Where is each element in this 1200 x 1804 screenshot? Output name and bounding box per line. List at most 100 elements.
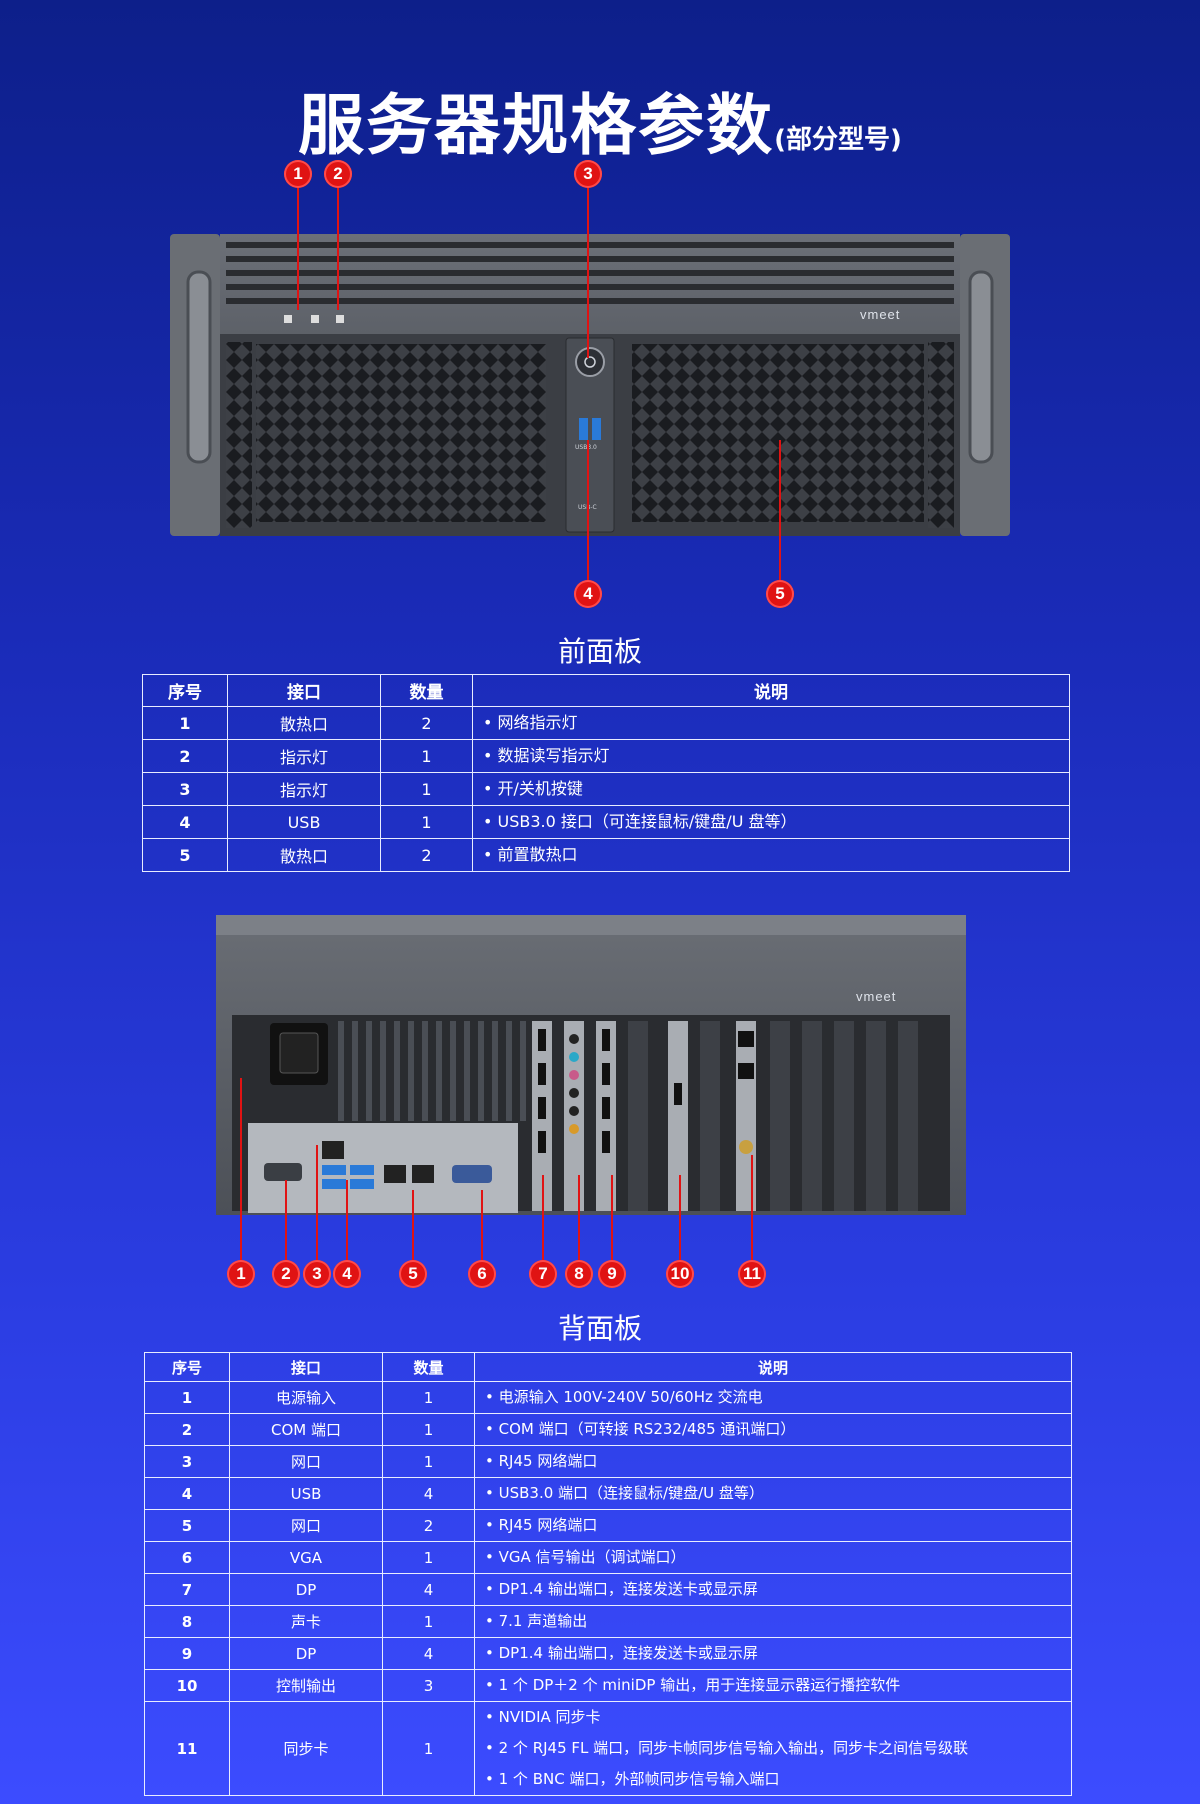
row-port: USB	[229, 1477, 383, 1510]
description-line: USB3.0 接口（可连接鼠标/键盘/U 盘等）	[483, 806, 1069, 838]
rear-panel-image: vmeet	[216, 913, 966, 1221]
front-chassis-drawing	[170, 234, 1010, 536]
row-description: DP1.4 输出端口，连接发送卡或显示屏	[474, 1637, 1072, 1670]
table-row: 4USB4USB3.0 端口（连接鼠标/键盘/U 盘等）	[144, 1477, 1072, 1510]
row-qty: 1	[382, 1445, 475, 1478]
description-line: 1 个 BNC 端口，外部帧同步信号输入端口	[485, 1764, 1071, 1795]
row-index: 8	[144, 1605, 230, 1638]
rear-leader-5	[412, 1190, 414, 1268]
rear-leader-6	[481, 1190, 483, 1268]
front-callout-1: 1	[284, 160, 312, 188]
row-index: 2	[144, 1413, 230, 1446]
row-index: 3	[142, 772, 228, 806]
row-port: DP	[229, 1573, 383, 1606]
table-row: 5散热口2前置散热口	[142, 838, 1070, 872]
row-qty: 1	[382, 1381, 475, 1414]
table-row: 9DP4DP1.4 输出端口，连接发送卡或显示屏	[144, 1637, 1072, 1670]
row-description: 电源输入 100V-240V 50/60Hz 交流电	[474, 1381, 1072, 1414]
header-index: 序号	[144, 1352, 230, 1382]
rear-leader-1	[240, 1078, 242, 1268]
row-port: DP	[229, 1637, 383, 1670]
header-desc: 说明	[472, 674, 1070, 707]
row-port: 声卡	[229, 1605, 383, 1638]
row-port: 同步卡	[229, 1701, 383, 1796]
rear-leader-10	[679, 1175, 681, 1268]
row-description: DP1.4 输出端口，连接发送卡或显示屏	[474, 1573, 1072, 1606]
description-line: 前置散热口	[483, 839, 1069, 871]
front-leader-5	[779, 440, 781, 590]
row-index: 3	[144, 1445, 230, 1478]
row-qty: 1	[380, 739, 473, 773]
front-callout-2: 2	[324, 160, 352, 188]
row-qty: 1	[380, 805, 473, 839]
rear-callout-7: 7	[529, 1260, 557, 1288]
row-description: 数据读写指示灯	[472, 739, 1070, 773]
row-port: 指示灯	[227, 739, 381, 773]
row-index: 7	[144, 1573, 230, 1606]
row-port: 电源输入	[229, 1381, 383, 1414]
row-description: 1 个 DP＋2 个 miniDP 输出，用于连接显示器运行播控软件	[474, 1669, 1072, 1702]
header-index: 序号	[142, 674, 228, 707]
row-index: 1	[142, 706, 228, 740]
row-port: 网口	[229, 1509, 383, 1542]
row-port: 散热口	[227, 706, 381, 740]
rear-callout-5: 5	[399, 1260, 427, 1288]
row-description: COM 端口（可转接 RS232/485 通讯端口）	[474, 1413, 1072, 1446]
front-leader-4	[587, 440, 589, 590]
row-description: VGA 信号输出（调试端口）	[474, 1541, 1072, 1574]
rear-callout-9: 9	[598, 1260, 626, 1288]
row-description: 前置散热口	[472, 838, 1070, 872]
description-line: 7.1 声道输出	[485, 1606, 1071, 1637]
row-description: USB3.0 接口（可连接鼠标/键盘/U 盘等）	[472, 805, 1070, 839]
description-line: 2 个 RJ45 FL 端口，同步卡帧同步信号输入输出，同步卡之间信号级联	[485, 1733, 1071, 1764]
row-index: 11	[144, 1701, 230, 1796]
rear-callout-1: 1	[227, 1260, 255, 1288]
row-port: 散热口	[227, 838, 381, 872]
front-spec-table: 序号 接口 数量 说明 1散热口2网络指示灯2指示灯1数据读写指示灯3指示灯1开…	[142, 674, 1070, 872]
front-leader-3	[587, 188, 589, 358]
rear-section-title: 背面板	[557, 1312, 642, 1345]
front-panel-image: vmeet USB3.0 USB-C	[170, 232, 1010, 538]
front-callout-4: 4	[574, 580, 602, 608]
header-port: 接口	[229, 1352, 383, 1382]
rear-brand-logo: vmeet	[856, 989, 897, 1004]
row-qty: 2	[380, 706, 473, 740]
table-row: 7DP4DP1.4 输出端口，连接发送卡或显示屏	[144, 1573, 1072, 1606]
description-line: DP1.4 输出端口，连接发送卡或显示屏	[485, 1574, 1071, 1605]
row-description: RJ45 网络端口	[474, 1445, 1072, 1478]
front-leader-2	[337, 188, 339, 310]
row-description: USB3.0 端口（连接鼠标/键盘/U 盘等）	[474, 1477, 1072, 1510]
description-line: NVIDIA 同步卡	[485, 1702, 1071, 1733]
table-header-row: 序号 接口 数量 说明	[144, 1352, 1072, 1382]
rear-spec-table: 序号 接口 数量 说明 1电源输入1电源输入 100V-240V 50/60Hz…	[144, 1352, 1072, 1796]
description-line: RJ45 网络端口	[485, 1446, 1071, 1477]
row-qty: 3	[382, 1669, 475, 1702]
row-index: 2	[142, 739, 228, 773]
header-qty: 数量	[380, 674, 473, 707]
row-description: RJ45 网络端口	[474, 1509, 1072, 1542]
header-qty: 数量	[382, 1352, 475, 1382]
front-callout-5: 5	[766, 580, 794, 608]
rear-callout-11: 11	[738, 1260, 766, 1288]
rear-callout-3: 3	[303, 1260, 331, 1288]
rear-leader-11	[751, 1155, 753, 1268]
table-row: 11同步卡1NVIDIA 同步卡2 个 RJ45 FL 端口，同步卡帧同步信号输…	[144, 1701, 1072, 1796]
rear-callout-2: 2	[272, 1260, 300, 1288]
row-qty: 4	[382, 1637, 475, 1670]
front-brand-logo: vmeet	[860, 307, 901, 322]
rear-callout-6: 6	[468, 1260, 496, 1288]
rear-leader-8	[578, 1175, 580, 1268]
row-qty: 1	[382, 1605, 475, 1638]
row-description: NVIDIA 同步卡2 个 RJ45 FL 端口，同步卡帧同步信号输入输出，同步…	[474, 1701, 1072, 1796]
description-line: 1 个 DP＋2 个 miniDP 输出，用于连接显示器运行播控软件	[485, 1670, 1071, 1701]
row-index: 4	[142, 805, 228, 839]
row-qty: 4	[382, 1477, 475, 1510]
description-line: 开/关机按键	[483, 773, 1069, 805]
row-port: USB	[227, 805, 381, 839]
row-qty: 1	[382, 1541, 475, 1574]
rear-callout-10: 10	[666, 1260, 694, 1288]
description-line: DP1.4 输出端口，连接发送卡或显示屏	[485, 1638, 1071, 1669]
table-row: 2指示灯1数据读写指示灯	[142, 739, 1070, 773]
row-qty: 1	[382, 1413, 475, 1446]
row-description: 网络指示灯	[472, 706, 1070, 740]
